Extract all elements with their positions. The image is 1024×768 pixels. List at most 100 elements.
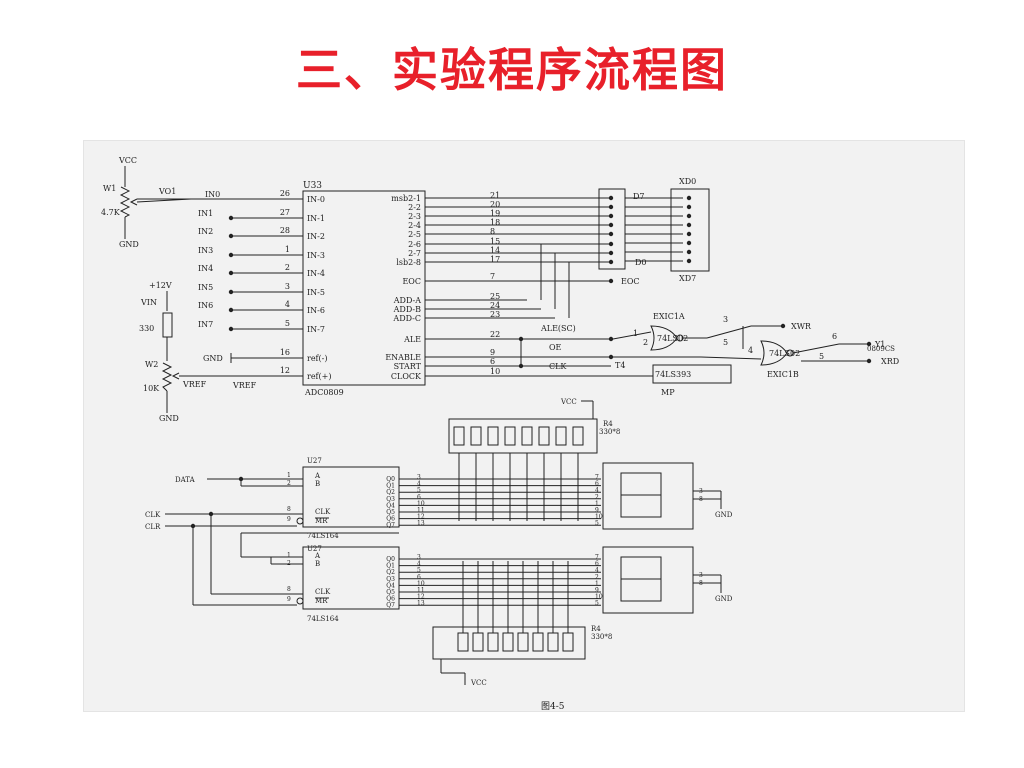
sr2-output-pin-number: 11	[417, 587, 425, 594]
sr1-segment-pin-number: 7	[595, 474, 599, 481]
display-vcc-top-label: VCC	[560, 398, 577, 406]
bus-terminal	[608, 204, 614, 210]
adc-output-pin-label: 2-3	[408, 212, 421, 221]
connector-pin	[686, 240, 692, 246]
pot2-value-label: 10K	[143, 384, 160, 393]
gate-b-pin-label: 6	[832, 332, 837, 341]
connector-pin	[686, 213, 692, 219]
mp-net-label: MP	[661, 388, 675, 397]
sr1-output-pin-number: 13	[417, 520, 425, 527]
sr2-segment-pin-number: 4	[595, 567, 599, 574]
data-connector-block	[598, 188, 626, 270]
adc-input-pin-label: IN-5	[307, 288, 325, 297]
pot1-value-label: 4.7K	[101, 208, 121, 217]
adc-ref-pin-number: 12	[280, 366, 290, 375]
xd-connector-box	[670, 188, 710, 272]
junction-dot	[518, 336, 524, 342]
adc-input-net-label: IN7	[198, 320, 213, 329]
adc-input-pin-label: IN-7	[307, 325, 325, 334]
shift-register-2	[302, 546, 400, 610]
resistor-element	[555, 426, 567, 446]
pot2-vin-label: VIN	[140, 298, 157, 307]
resistor-element	[547, 632, 559, 652]
resistor-element	[472, 632, 484, 652]
sr1-pin-number: 1	[287, 472, 291, 479]
adc-input-terminal	[228, 252, 234, 258]
sr2-input-label: B	[315, 560, 320, 568]
adc-address-pin-label: ADD-B	[393, 305, 421, 314]
adc0809-chip	[302, 190, 426, 386]
display-2-seven-segment	[602, 546, 694, 614]
sr1-input-label: B	[315, 480, 320, 488]
adc-input-net-label: IN3	[198, 246, 213, 255]
eoc-terminal	[608, 278, 614, 284]
adc-input-pin-label: IN-0	[307, 195, 325, 204]
resistor-element	[487, 632, 499, 652]
adc-output-pin-number: 19	[490, 209, 500, 218]
adc-output-pin-label: 2-7	[408, 249, 421, 258]
sr1-pin-number: 8	[287, 506, 291, 513]
sr1-segment-pin-number: 6	[595, 481, 599, 488]
adc-input-pin-label: IN-2	[307, 232, 325, 241]
adc-control-pin-label: ENABLE	[385, 353, 421, 362]
oe-net-label: OE	[549, 343, 562, 352]
adc-eoc-pin-number: 7	[490, 272, 495, 281]
sr2-input-label: A	[314, 552, 321, 560]
adc-output-pin-number: 20	[490, 200, 500, 209]
rpack-bottom-ref-label: R4	[591, 625, 601, 633]
pot2-resistor	[161, 362, 173, 392]
sr2-output-pin-number: 6	[417, 574, 421, 581]
adc-address-pin-number: 25	[490, 292, 500, 301]
sr1-output-pin-number: 5	[417, 487, 421, 494]
sr1-output-pin-number: 6	[417, 494, 421, 501]
adc-control-pin-number: 6	[490, 357, 495, 366]
bus-terminal	[608, 259, 614, 265]
xd0-label: XD0	[679, 177, 696, 186]
xrd-label: XRD	[881, 357, 899, 366]
nor-gate-exic1b	[760, 340, 788, 366]
pot2-supply-label: +12V	[149, 281, 172, 290]
sr1-output-label: Q1	[386, 483, 395, 490]
sr1-ref-label: U27	[307, 457, 322, 465]
gate-b-input-wire	[700, 356, 762, 360]
xrd-terminal	[866, 358, 872, 364]
adc-output-pin-label: 2-4	[408, 221, 421, 230]
adc-output-pin-number: 8	[490, 227, 495, 236]
adc-control-pin-label: ALE	[403, 335, 421, 344]
adc-input-net-label: IN2	[198, 227, 213, 236]
adc-ref-label: U33	[303, 181, 322, 191]
resistor-element	[502, 632, 514, 652]
adc-control-pin-number: 9	[490, 348, 495, 357]
resistor-element	[538, 426, 550, 446]
sr1-segment-pin-number: 2	[595, 494, 599, 501]
gate-a-part-label: 74LS02	[657, 334, 688, 343]
resistor-element	[487, 426, 499, 446]
sr1-mr-bubble	[296, 517, 304, 525]
sr2-input-label: MR	[315, 597, 328, 605]
sr1-segment-pin-number: 4	[595, 487, 599, 494]
sr1-pin-number: 9	[287, 516, 291, 523]
adc-input-pin-label: IN-3	[307, 251, 325, 260]
adc-input-terminal	[228, 326, 234, 332]
bus-terminal	[608, 250, 614, 256]
sr2-input-label: CLK	[315, 588, 331, 596]
resistor-element	[457, 632, 469, 652]
gate-a-name-label: EXIC1A	[653, 312, 685, 321]
adc-eoc-pin-label: EOC	[402, 277, 421, 286]
display-2-gnd-label: GND	[715, 595, 733, 603]
adc-input-net-label: IN4	[198, 264, 213, 273]
bus-terminal	[608, 195, 614, 201]
slide-title: 三、实验程序流程图	[296, 43, 728, 97]
adc-input-pin-number: 3	[285, 282, 290, 291]
sr2-output-label: Q4	[386, 582, 395, 589]
resistor-pack-bottom	[432, 626, 586, 660]
clk-net-label: CLK	[549, 362, 567, 371]
adc-address-pin-label: ADD-A	[393, 296, 421, 305]
y1-label: Y1	[874, 340, 885, 349]
junction-dot	[518, 363, 524, 369]
sr2-segment-pin-number: 6	[595, 561, 599, 568]
pot1-net-label: VO1	[158, 187, 176, 196]
sr2-segment-pin-number: 10	[595, 594, 603, 601]
sr2-output-label: Q7	[386, 602, 395, 609]
